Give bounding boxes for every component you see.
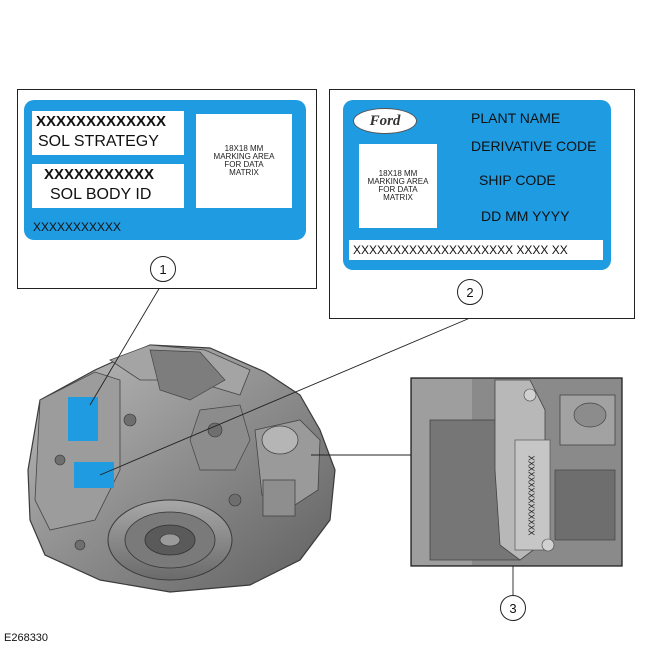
date-text: DD MM YYYY [481,208,570,224]
label-1-card: XXXXXXXXXXXXX SOL STRATEGY XXXXXXXXXXX S… [24,100,306,240]
figure-id: E268330 [4,632,49,644]
ford-logo-text: Ford [369,112,401,129]
barcode-line-box: XXXXXXXXXXXXXXXXXXXX XXXX XX [349,240,603,260]
label-1-panel: XXXXXXXXXXXXX SOL STRATEGY XXXXXXXXXXX S… [17,89,317,289]
transmission-illustration [27,344,336,593]
barcode-line-text: XXXXXXXXXXXXXXXXXXXX XXXX XX [353,243,568,257]
marking-area-line: 18X18 MM [224,144,264,153]
marking-area-line: FOR DATA [224,160,264,169]
label-1-data-matrix-area: 18X18 MM MARKING AREA FOR DATA MATRIX [196,114,292,208]
sol-strategy-box: XXXXXXXXXXXXX SOL STRATEGY [32,111,184,155]
label-2-panel: Ford PLANT NAME DERIVATIVE CODE SHIP COD… [329,89,635,319]
label-1-line1: XXXXXXXXXXXXX [36,113,167,130]
label-1-line5: XXXXXXXXXXX [33,220,122,234]
ford-logo: Ford [353,108,417,134]
marking-area-line: MARKING AREA [367,177,429,186]
marking-area-line: MARKING AREA [213,152,275,161]
stamp-area: XXXXXXXXXXXXXXX [524,450,538,540]
sol-body-id-box: XXXXXXXXXXX SOL BODY ID [32,164,184,208]
derivative-code-text: DERIVATIVE CODE [471,138,597,154]
label-1-location [68,397,98,441]
detail-view-illustration [410,377,623,567]
sol-body-id-text: SOL BODY ID [50,186,152,203]
label-2-data-matrix-area: 18X18 MM MARKING AREA FOR DATA MATRIX [359,144,437,228]
marking-area-line: MATRIX [229,168,259,177]
callout-3: 3 [500,595,526,621]
label-2-location [74,462,114,488]
ship-code-text: SHIP CODE [479,172,556,188]
callout-1: 1 [150,256,176,282]
leader-lines [89,281,514,595]
label-2-card: Ford PLANT NAME DERIVATIVE CODE SHIP COD… [343,100,611,270]
marking-area-line: MATRIX [383,193,413,202]
stamp-text: XXXXXXXXXXXXXXX [526,454,536,536]
callout-2: 2 [457,279,483,305]
marking-area-line: 18X18 MM [378,169,418,178]
label-1-line3: XXXXXXXXXXX [44,166,155,183]
sol-strategy-text: SOL STRATEGY [38,133,159,150]
plant-name-text: PLANT NAME [471,110,561,126]
marking-area-line: FOR DATA [378,185,418,194]
